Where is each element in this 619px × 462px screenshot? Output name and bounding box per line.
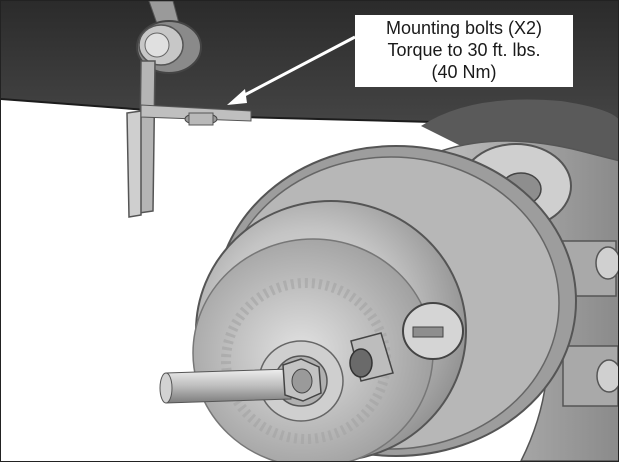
callout-line-1: Mounting bolts (X2) — [385, 18, 543, 38]
mounting-plate — [140, 104, 252, 126]
dust-plug — [349, 302, 464, 382]
arrow-icon — [227, 35, 356, 105]
callout-line-2: Torque to 30 ft. lbs. — [387, 40, 541, 60]
torque-callout: Mounting bolts (X2) Torque to 30 ft. lbs… — [355, 15, 573, 87]
release-rod — [159, 358, 322, 404]
callout-line-3: (40 Nm) — [431, 62, 497, 82]
upper-bracket — [126, 1, 202, 218]
